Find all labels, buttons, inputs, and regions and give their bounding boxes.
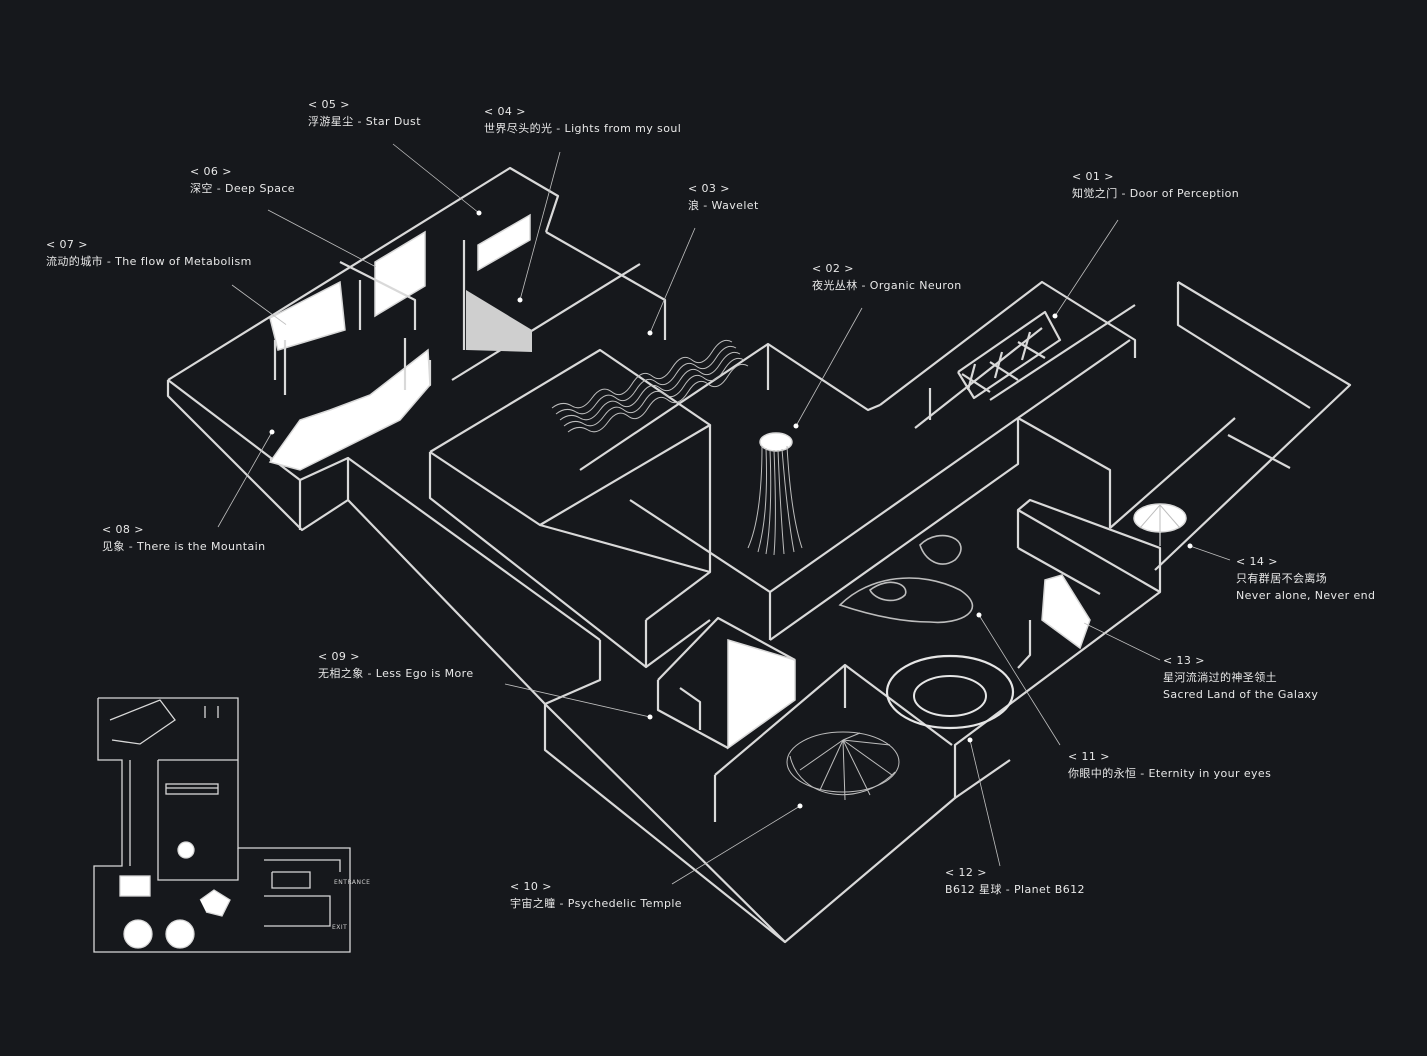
label-04-title: 世界尽头的光 - Lights from my soul	[484, 122, 682, 135]
label-14-number: < 14 >	[1236, 555, 1278, 568]
label-05: < 05 > 浮游星尘 - Star Dust	[308, 96, 421, 130]
label-03-number: < 03 >	[688, 182, 730, 195]
label-10-number: < 10 >	[510, 880, 552, 893]
label-01: < 01 > 知觉之门 - Door of Perception	[1072, 168, 1239, 202]
label-06-title: 深空 - Deep Space	[190, 182, 295, 195]
label-14-subtitle: Never alone, Never end	[1236, 589, 1376, 602]
label-10-title: 宇宙之瞳 - Psychedelic Temple	[510, 897, 682, 910]
planet-rings	[885, 654, 1015, 730]
label-02-title: 夜光丛林 - Organic Neuron	[812, 279, 962, 292]
label-02-number: < 02 >	[812, 262, 854, 275]
organic-neuron-installation	[747, 432, 803, 556]
building-walls	[166, 166, 1352, 944]
perception-frames	[957, 304, 1136, 401]
sacred-land-panel	[1041, 574, 1091, 650]
umbrella-icon	[1133, 503, 1187, 546]
label-12: < 12 > B612 星球 - Planet B612	[945, 864, 1085, 898]
minimap-entrance-label: ENTRANCE	[334, 879, 371, 886]
label-08-number: < 08 >	[102, 523, 144, 536]
label-12-title: B612 星球 - Planet B612	[945, 883, 1085, 896]
label-03-title: 浪 - Wavelet	[688, 199, 759, 212]
label-06-number: < 06 >	[190, 165, 232, 178]
label-04-number: < 04 >	[484, 105, 526, 118]
label-05-number: < 05 >	[308, 98, 350, 111]
label-01-number: < 01 >	[1072, 170, 1114, 183]
metabolism-and-mountain	[268, 280, 432, 471]
light-panels	[339, 213, 532, 352]
label-11-number: < 11 >	[1068, 750, 1110, 763]
label-14: < 14 > 只有群居不会离场 Never alone, Never end	[1236, 553, 1375, 604]
label-07-number: < 07 >	[46, 238, 88, 251]
label-07-title: 流动的城市 - The flow of Metabolism	[46, 255, 252, 268]
psychedelic-temple-dome	[786, 731, 900, 801]
label-06: < 06 > 深空 - Deep Space	[190, 163, 295, 197]
minimap-exit-label: EXIT	[332, 924, 348, 931]
label-09: < 09 > 无相之象 - Less Ego is More	[318, 648, 474, 682]
label-02: < 02 > 夜光丛林 - Organic Neuron	[812, 260, 962, 294]
label-13: < 13 > 星河流淌过的神圣领土 Sacred Land of the Gal…	[1163, 652, 1318, 703]
minimap	[93, 697, 351, 953]
label-14-title: 只有群居不会离场	[1236, 572, 1328, 585]
label-01-title: 知觉之门 - Door of Perception	[1072, 187, 1240, 200]
label-08: < 08 > 见象 - There is the Mountain	[102, 521, 265, 555]
label-13-title: 星河流淌过的神圣领土	[1163, 671, 1277, 684]
label-05-title: 浮游星尘 - Star Dust	[308, 115, 421, 128]
label-11: < 11 > 你眼中的永恒 - Eternity in your eyes	[1068, 748, 1271, 782]
label-13-subtitle: Sacred Land of the Galaxy	[1163, 688, 1319, 701]
label-11-title: 你眼中的永恒 - Eternity in your eyes	[1068, 767, 1272, 780]
label-04: < 04 > 世界尽头的光 - Lights from my soul	[484, 103, 681, 137]
less-ego-installation	[656, 616, 796, 750]
label-12-number: < 12 >	[945, 866, 987, 879]
eternity-pools	[838, 534, 974, 624]
label-09-number: < 09 >	[318, 650, 360, 663]
label-03: < 03 > 浪 - Wavelet	[688, 180, 759, 214]
leader-lines	[217, 143, 1231, 885]
label-08-title: 见象 - There is the Mountain	[102, 540, 266, 553]
label-13-number: < 13 >	[1163, 654, 1205, 667]
label-07: < 07 > 流动的城市 - The flow of Metabolism	[46, 236, 252, 270]
label-10: < 10 > 宇宙之瞳 - Psychedelic Temple	[510, 878, 682, 912]
label-09-title: 无相之象 - Less Ego is More	[318, 667, 474, 680]
wavelet-installation	[551, 339, 749, 433]
